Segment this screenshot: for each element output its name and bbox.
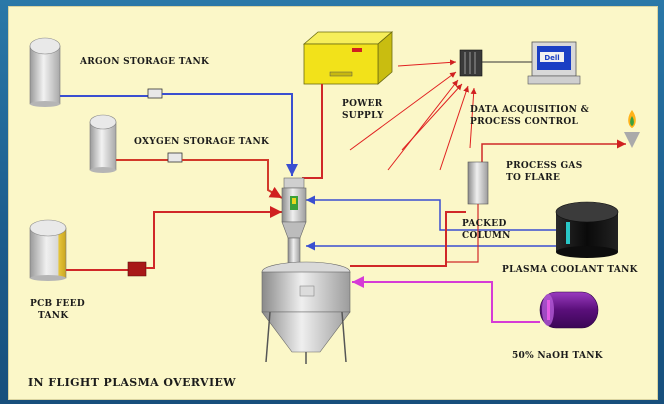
- power-supply-label-line2: SUPPLY: [342, 111, 384, 121]
- oxygen-valve: [167, 152, 183, 163]
- control-signal-arrows: [349, 59, 477, 171]
- power-supply: [302, 31, 394, 85]
- power-supply-label-line1: POWER: [342, 99, 383, 109]
- column-drain-line: [446, 204, 479, 263]
- computer-monitor: Dell: [527, 41, 581, 85]
- monitor-brand: Dell: [544, 54, 559, 62]
- offgas-line: [350, 211, 466, 267]
- process-gas-line: [481, 139, 626, 162]
- feed-pump: [127, 261, 147, 277]
- pcb-feed-tank: [29, 219, 67, 281]
- feed-line-to-reactor: [146, 206, 282, 269]
- coolant-supply-line: [306, 195, 556, 231]
- process-gas-label-line2: TO FLARE: [506, 173, 560, 183]
- argon-tank-label: ARGON STORAGE TANK: [79, 57, 210, 67]
- oxygen-line-to-reactor: [182, 159, 283, 199]
- argon-line-to-reactor: [162, 93, 298, 176]
- pcb-feed-label-line2: TANK: [38, 311, 69, 321]
- naoh-tank: [539, 291, 599, 329]
- plasma-reactor: [261, 177, 351, 364]
- packed-column-label-line1: PACKED: [462, 219, 507, 229]
- process-gas-label-line1: PROCESS GAS: [506, 161, 583, 171]
- daq-label-line2: PROCESS CONTROL: [470, 117, 578, 127]
- packed-column: [467, 161, 489, 205]
- coolant-tank-label: PLASMA COOLANT TANK: [502, 265, 639, 275]
- plasma-coolant-tank: [555, 201, 619, 258]
- pcb-feed-label-line1: PCB FEED: [30, 299, 85, 309]
- naoh-tank-label: 50% NaOH TANK: [512, 351, 604, 361]
- naoh-line: [352, 276, 540, 323]
- argon-valve: [147, 88, 163, 99]
- flare: [624, 110, 640, 148]
- packed-column-label-line2: COLUMN: [462, 231, 511, 241]
- oxygen-storage-tank: [89, 114, 117, 173]
- data-acquisition-rack: [459, 49, 483, 77]
- daq-label-line1: DATA ACQUISITION &: [470, 105, 589, 115]
- argon-storage-tank: [29, 37, 61, 107]
- oxygen-tank-label: OXYGEN STORAGE TANK: [134, 137, 270, 147]
- power-line-to-reactor: [302, 84, 323, 179]
- diagram-title: IN FLIGHT PLASMA OVERVIEW: [28, 376, 236, 389]
